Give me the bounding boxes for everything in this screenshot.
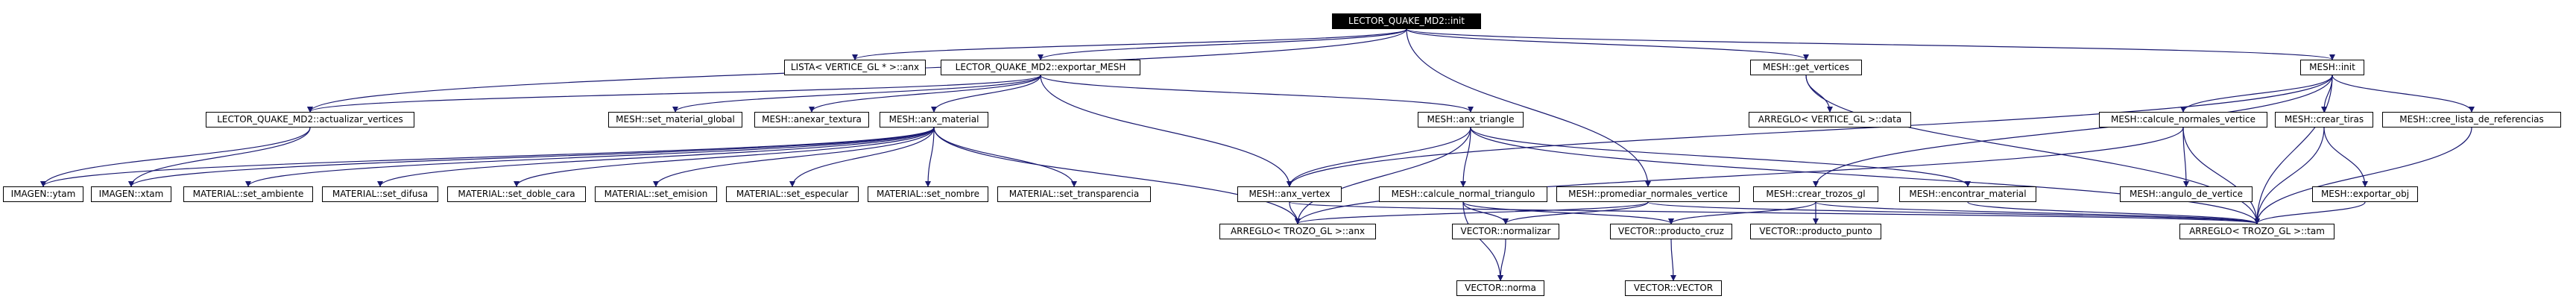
node-vector-normalizar[interactable]: VECTOR::normalizar: [1452, 224, 1559, 239]
edge-mesh-anx-material-to-material-set-emision: [653, 127, 935, 187]
edge-lector-actualizar-vertices-to-imagen-ytam: [40, 127, 311, 187]
edge-mesh-promediar-normales-vertice-to-arreglo-trozo-tam: [1647, 201, 2260, 224]
node-imagen-ytam[interactable]: IMAGEN::ytam: [3, 186, 83, 202]
edge-mesh-anx-triangle-to-mesh-anx-vertex: [1287, 127, 1471, 187]
edge-mesh-crear-trozos-gl-to-arreglo-trozo-tam: [1815, 201, 2260, 224]
node-mesh-exportar-obj[interactable]: MESH::exportar_obj: [2312, 186, 2418, 202]
edge-mesh-promediar-normales-vertice-to-vector-normalizar: [1503, 201, 1649, 224]
edge-mesh-crear-tiras-to-arreglo-trozo-tam: [2254, 127, 2325, 224]
edge-mesh-init-to-mesh-calcule-normales-vertice: [2180, 75, 2333, 113]
node-arreglo-trozo-anx[interactable]: ARREGLO< TROZO_GL >::anx: [1219, 224, 1376, 239]
edge-mesh-init-to-mesh-anx-vertex: [1287, 75, 2333, 187]
edge-mesh-init-to-mesh-cree-lista-referencias: [2332, 75, 2475, 113]
node-imagen-xtam[interactable]: IMAGEN::xtam: [91, 186, 171, 202]
node-arreglo-vertice-data[interactable]: ARREGLO< VERTICE_GL >::data: [1749, 112, 1911, 128]
node-material-set-nombre[interactable]: MATERIAL::set_nombre: [868, 186, 988, 202]
edge-lector-exportar-mesh-to-mesh-anx-triangle: [1040, 75, 1474, 113]
node-mesh-anexar-textura[interactable]: MESH::anexar_textura: [754, 112, 869, 128]
edge-mesh-anx-triangle-to-arreglo-trozo-tam: [1470, 127, 2260, 224]
node-material-set-emision[interactable]: MATERIAL::set_emision: [595, 186, 717, 202]
edge-mesh-anx-material-to-imagen-xtam: [128, 127, 935, 187]
node-mesh-anx-material[interactable]: MESH::anx_material: [880, 112, 988, 128]
node-mesh-crear-trozos-gl[interactable]: MESH::crear_trozos_gl: [1753, 186, 1878, 202]
edge-mesh-anx-material-to-material-set-difusa: [377, 127, 935, 187]
node-mesh-set-material-global[interactable]: MESH::set_material_global: [608, 112, 742, 128]
edge-mesh-anx-vertex-to-arreglo-trozo-tam: [1289, 201, 2260, 224]
edge-vector-producto-cruz-to-vector-vector: [1670, 239, 1676, 281]
edge-root-to-lector-exportar-mesh: [1038, 28, 1407, 60]
edge-mesh-cree-lista-referencias-to-arreglo-trozo-tam: [2254, 127, 2472, 224]
edge-mesh-anx-material-to-material-set-especular: [789, 127, 935, 187]
node-mesh-cree-lista-referencias[interactable]: MESH::cree_lista_de_referencias: [2382, 112, 2561, 128]
node-mesh-crear-tiras[interactable]: MESH::crear_tiras: [2275, 112, 2373, 128]
edge-lector-exportar-mesh-to-mesh-anx-vertex: [1040, 75, 1292, 187]
node-mesh-get-vertices[interactable]: MESH::get_vertices: [1750, 60, 1862, 75]
node-lector-quake-md2-init[interactable]: LECTOR_QUAKE_MD2::init: [1332, 13, 1481, 29]
node-mesh-calcule-normales-vertice[interactable]: MESH::calcule_normales_vertice: [2099, 112, 2267, 128]
node-lector-actualizar-vertices[interactable]: LECTOR_QUAKE_MD2::actualizar_vertices: [206, 112, 414, 128]
edge-lector-exportar-mesh-to-lector-actualizar-vertices: [307, 75, 1041, 113]
edge-mesh-calcule-normal-triangulo-to-vector-norma: [1462, 201, 1503, 281]
node-mesh-calcule-normal-triangulo[interactable]: MESH::calcule_normal_triangulo: [1379, 186, 1547, 202]
node-mesh-anx-vertex[interactable]: MESH::anx_vertex: [1237, 186, 1342, 202]
edge-lector-actualizar-vertices-to-imagen-xtam: [128, 127, 311, 187]
edge-mesh-anx-material-to-arreglo-trozo-anx: [933, 127, 1301, 224]
edge-mesh-exportar-obj-to-arreglo-trozo-tam: [2254, 201, 2366, 224]
node-mesh-angulo-de-vertice[interactable]: MESH::angulo_de_vertice: [2120, 186, 2253, 202]
edge-mesh-calcule-normales-vertice-to-arreglo-trozo-anx: [1295, 127, 2184, 224]
edge-mesh-anx-material-to-imagen-ytam: [40, 127, 935, 187]
edge-mesh-init-to-mesh-crear-trozos-gl: [1813, 75, 2333, 187]
node-mesh-promediar-normales-vertice[interactable]: MESH::promediar_normales_vertice: [1556, 186, 1740, 202]
node-mesh-encontrar-material[interactable]: MESH::encontrar_material: [1899, 186, 2036, 202]
edge-mesh-anx-triangle-to-mesh-encontrar-material: [1470, 127, 1971, 187]
edge-root-to-lista-vertice-anx: [852, 28, 1407, 60]
edge-mesh-encontrar-material-to-arreglo-trozo-tam: [1967, 201, 2260, 224]
edge-mesh-init-to-arreglo-trozo-tam: [2254, 75, 2333, 224]
edge-lector-exportar-mesh-to-mesh-anx-material: [931, 75, 1041, 113]
node-material-set-doble-cara[interactable]: MATERIAL::set_doble_cara: [447, 186, 586, 202]
edge-mesh-crear-tiras-to-mesh-exportar-obj: [2323, 127, 2368, 187]
node-material-set-especular[interactable]: MATERIAL::set_especular: [726, 186, 859, 202]
edge-lector-exportar-mesh-to-mesh-set-material-global: [672, 75, 1041, 113]
edge-mesh-anx-material-to-material-set-nombre: [925, 127, 935, 187]
node-material-set-ambiente[interactable]: MATERIAL::set_ambiente: [183, 186, 313, 202]
node-vector-producto-punto[interactable]: VECTOR::producto_punto: [1750, 224, 1881, 239]
edge-root-to-mesh-get-vertices: [1406, 28, 1809, 60]
edge-mesh-calcule-normal-triangulo-to-vector-producto-cruz: [1462, 201, 1674, 224]
edge-mesh-crear-trozos-gl-to-vector-producto-cruz: [1668, 201, 1816, 224]
edge-vector-normalizar-to-vector-norma: [1497, 239, 1506, 281]
node-material-set-transparencia[interactable]: MATERIAL::set_transparencia: [997, 186, 1151, 202]
node-mesh-init[interactable]: MESH::init: [2300, 60, 2364, 75]
edge-mesh-anx-material-to-material-set-ambiente: [245, 127, 935, 187]
edge-mesh-anx-triangle-to-arreglo-trozo-anx: [1295, 127, 1471, 224]
edge-root-to-mesh-init: [1406, 28, 2335, 60]
edge-lector-exportar-mesh-to-mesh-anexar-textura: [809, 75, 1041, 113]
node-lector-exportar-mesh[interactable]: LECTOR_QUAKE_MD2::exportar_MESH: [941, 60, 1140, 75]
node-vector-producto-cruz[interactable]: VECTOR::producto_cruz: [1610, 224, 1732, 239]
node-arreglo-trozo-tam[interactable]: ARREGLO< TROZO_GL >::tam: [2179, 224, 2334, 239]
node-material-set-difusa[interactable]: MATERIAL::set_difusa: [322, 186, 438, 202]
edge-root-to-mesh-promediar-normales-vertice: [1406, 28, 1651, 187]
edge-mesh-promediar-normales-vertice-to-arreglo-trozo-anx: [1295, 201, 1649, 224]
edge-mesh-calcule-normales-vertice-to-arreglo-trozo-tam: [2182, 127, 2260, 224]
edge-mesh-calcule-normales-vertice-to-mesh-angulo-de-vertice: [2182, 127, 2189, 187]
edge-mesh-anx-triangle-to-mesh-calcule-normal-triangulo: [1460, 127, 1471, 187]
edge-mesh-anx-material-to-material-set-doble-cara: [514, 127, 935, 187]
node-vector-norma[interactable]: VECTOR::norma: [1456, 280, 1544, 296]
node-mesh-anx-triangle[interactable]: MESH::anx_triangle: [1418, 112, 1524, 128]
node-vector-vector[interactable]: VECTOR::VECTOR: [1625, 280, 1722, 296]
node-lista-vertice-anx[interactable]: LISTA< VERTICE_GL * >::anx: [784, 60, 926, 75]
